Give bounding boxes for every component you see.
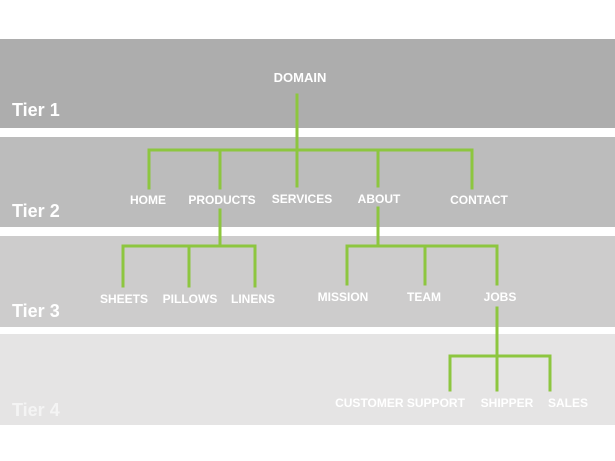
- tier-4-label: Tier 4: [12, 400, 60, 420]
- node-pillows: PILLOWS: [162, 292, 218, 306]
- node-domain: DOMAIN: [273, 70, 327, 85]
- node-jobs: JOBS: [483, 290, 517, 304]
- node-contact: CONTACT: [450, 193, 508, 207]
- tier-4-band: Tier 4: [0, 334, 615, 425]
- tier-1-band: Tier 1: [0, 39, 615, 128]
- node-team: TEAM: [407, 290, 441, 304]
- node-services: SERVICES: [271, 192, 333, 206]
- node-about: ABOUT: [357, 192, 401, 206]
- node-mission: MISSION: [317, 290, 369, 304]
- tier-3-label: Tier 3: [12, 301, 60, 321]
- tier-3-band: Tier 3: [0, 236, 615, 327]
- node-products: PRODUCTS: [188, 193, 256, 207]
- node-sheets: SHEETS: [99, 292, 149, 306]
- tier-2-band: Tier 2: [0, 137, 615, 227]
- node-shipper: SHIPPER: [480, 396, 534, 410]
- node-linens: LINENS: [230, 292, 276, 306]
- tier-2-label: Tier 2: [12, 201, 60, 221]
- node-home: HOME: [130, 193, 166, 207]
- node-customer-support: CUSTOMER SUPPORT: [335, 396, 465, 410]
- tier-1-label: Tier 1: [12, 100, 60, 120]
- node-sales: SALES: [547, 396, 589, 410]
